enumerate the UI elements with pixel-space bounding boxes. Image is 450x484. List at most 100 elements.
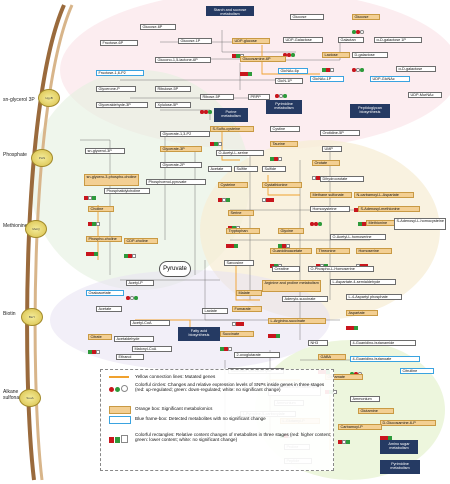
content-rect [84, 195, 88, 200]
content-rect [218, 141, 222, 146]
node-citrulline: Citrulline [400, 368, 434, 374]
content-rect [316, 175, 320, 180]
node-orotate: Orotate [312, 160, 340, 166]
content-rect [92, 221, 96, 226]
pyruvate-node: Pyruvate [159, 261, 191, 277]
node-acetate-left: Acetate [96, 306, 122, 312]
node-threonine: Threonine [316, 248, 350, 254]
node-prpp: PRPP [248, 94, 270, 100]
node-dgalactose: D-galactose [352, 52, 388, 58]
content-rect [338, 439, 342, 444]
content-rect [218, 197, 222, 202]
legend-yellow-line-swatch [109, 376, 129, 378]
expression-circle [279, 94, 283, 98]
node-guanidinobutanamide: 4-Guanidino-butanamide [350, 340, 416, 346]
expression-circle [204, 110, 208, 114]
content-rect [266, 197, 270, 202]
expression-marks [270, 255, 282, 268]
content-rect [278, 243, 282, 248]
expression-marks [350, 363, 362, 376]
node-snglycerol: sn-glycerol-3P [85, 148, 125, 154]
expression-circle [314, 222, 318, 226]
node-lactose: Lactose [322, 52, 350, 58]
content-rect [346, 439, 350, 444]
node-pyrimidine2: Pyrimidine metabolism [380, 460, 420, 474]
expression-marks [210, 133, 222, 146]
content-rect [234, 243, 238, 248]
node-fructose6p: Fructose-6P [100, 40, 138, 46]
node-cystathionine: Cystathionine [262, 182, 302, 188]
legend-green-rect [115, 437, 120, 443]
content-rect [278, 156, 282, 161]
content-rect [124, 253, 128, 258]
node-glcnac1p: GlcNAc-1P [310, 76, 344, 82]
legend-blue-swatch [109, 416, 131, 424]
expression-marks [240, 63, 252, 76]
node-guanidinoacetate: Guanidinoacetate [270, 248, 312, 254]
content-rect [326, 67, 330, 72]
expression-marks [232, 45, 244, 58]
content-rect [274, 156, 278, 161]
node-homocysteine: Homocysteine [310, 206, 350, 212]
node-ophospho: O-Phospho-L-Homoserine [308, 266, 374, 272]
content-rect [384, 435, 388, 440]
content-rect [230, 243, 234, 248]
expression-marks [330, 241, 342, 254]
expression-circle [310, 222, 314, 226]
content-rect [92, 195, 96, 200]
content-rect [86, 251, 90, 256]
legend-white-rect [121, 435, 128, 443]
node-tryptophan: Tryptophan [226, 228, 260, 234]
content-rect [128, 253, 132, 258]
legend-orange-text: Orange box: Significant metabolomics [135, 406, 213, 411]
side-label-alkane: Alkane sulfonate [3, 389, 24, 401]
node-pyrimidine: Pyrimidine metabolism [266, 100, 302, 114]
content-rect [322, 67, 326, 72]
node-cystine: Cystine [270, 126, 300, 132]
expression-marks [86, 243, 98, 256]
node-udpmurnac: UDP-MurNAc [408, 92, 442, 98]
node-malate: Malate [236, 290, 262, 296]
node-s5sulfo: S-Sulfo-cysteine [210, 126, 254, 132]
node-phosphocholine: Phospho-choline [86, 236, 122, 242]
node-ump: UMP [322, 146, 342, 152]
expression-marks [310, 199, 322, 212]
content-rect [330, 67, 334, 72]
node-fructose16p: Fructose-1,6-P2 [96, 70, 144, 76]
expression-marks [200, 101, 212, 114]
content-rect [262, 197, 266, 202]
node-fumarate: Fumarate [232, 306, 262, 312]
content-rect [232, 321, 236, 326]
node-aspartyl: L-4-Aspartyl phosphate [346, 294, 402, 300]
node-cdpcholine: CDP-choline [124, 238, 158, 244]
expression-marks [358, 213, 370, 226]
content-rect [270, 156, 274, 161]
legend-white-circle [121, 385, 128, 392]
content-rect [210, 141, 214, 146]
expression-marks [278, 235, 290, 248]
node-taurine: Taurine [270, 141, 298, 147]
expression-circle [318, 222, 322, 226]
node-dgal6p: α-D-galactose 1P [374, 37, 422, 43]
expression-circle [287, 53, 291, 57]
node-gaba: GABA [318, 354, 346, 360]
node-sadenosyl: S-Adenosyl-methionine [358, 206, 420, 212]
expression-marks [322, 59, 334, 72]
node-acetylcoa: Acetyl-CoA [130, 320, 170, 326]
legend-rectangles-text: Colorful rectangles: Relative content ch… [135, 432, 332, 443]
content-rect [248, 71, 252, 76]
node-sulfite: Sulfite [234, 166, 258, 172]
node-choline: Choline [88, 206, 114, 212]
expression-marks [316, 255, 328, 268]
expression-marks [338, 44, 350, 57]
expression-circle [356, 68, 360, 72]
node-acetylp: Acetyl-P [126, 280, 154, 286]
node-creatine: Creatine [272, 266, 300, 272]
node-glycerate13: Glycerate-1,3-P2 [160, 131, 210, 137]
content-rect [346, 325, 350, 330]
content-rect [228, 346, 232, 351]
content-rect [92, 349, 96, 354]
content-rect [286, 243, 290, 248]
node-lactate: Lactate [202, 308, 228, 314]
expression-circle [200, 110, 204, 114]
